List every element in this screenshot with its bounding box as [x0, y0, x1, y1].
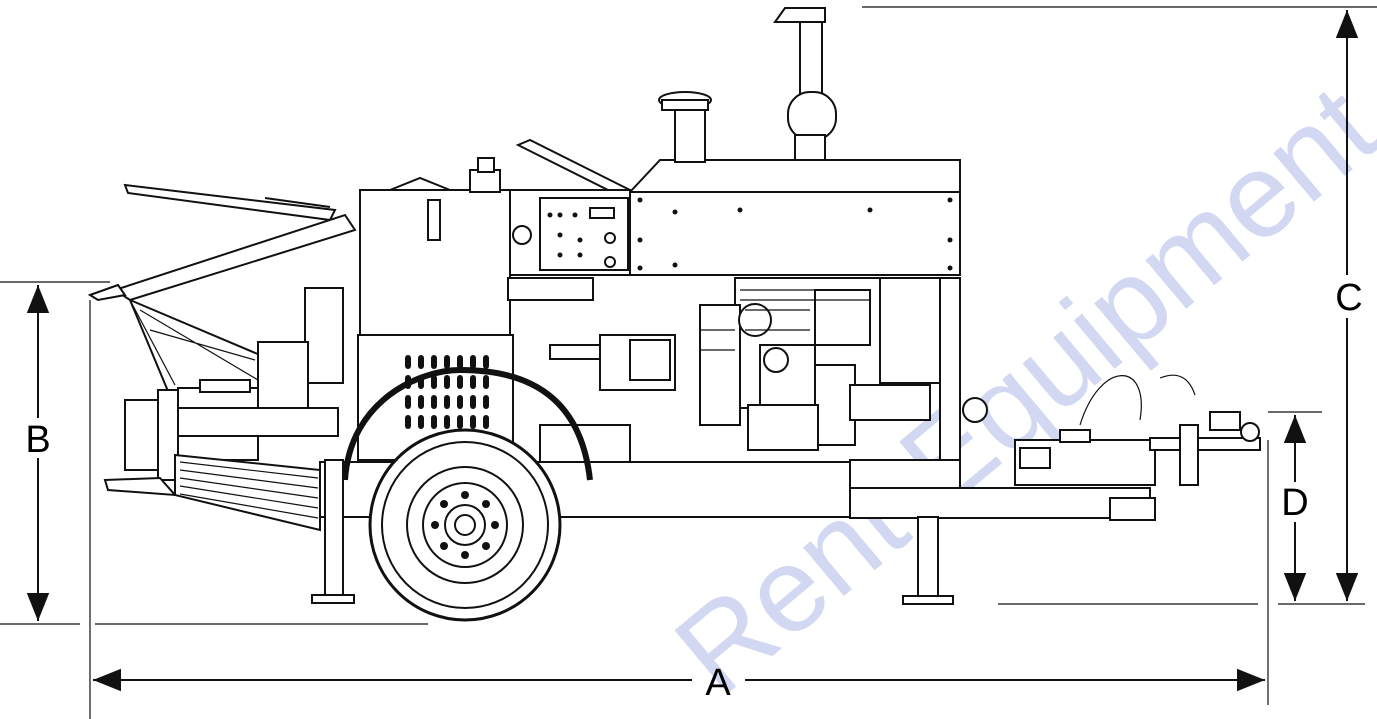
machine-illustration — [87, 7, 1261, 622]
engine-hood — [629, 159, 961, 276]
tow-hitch — [1014, 374, 1261, 521]
dimension-d: D — [1281, 415, 1309, 601]
air-filter — [658, 91, 712, 163]
control-panel — [509, 138, 633, 276]
pump-assembly — [103, 379, 339, 532]
support-legs — [311, 459, 954, 605]
exhaust-muffler — [773, 7, 837, 161]
dimension-lines: A B C D — [0, 6, 1377, 719]
dimension-d-label: D — [1281, 482, 1308, 524]
dimension-b: B — [25, 285, 51, 621]
hydraulic-tank — [359, 157, 511, 336]
dimension-a: A — [93, 662, 1265, 704]
wheel-assembly — [342, 366, 593, 622]
dimension-a-label: A — [705, 662, 731, 704]
dimension-c-label: C — [1335, 277, 1362, 319]
dimension-c: C — [1335, 9, 1363, 601]
engine-components — [507, 277, 941, 466]
dimension-b-label: B — [25, 419, 50, 461]
